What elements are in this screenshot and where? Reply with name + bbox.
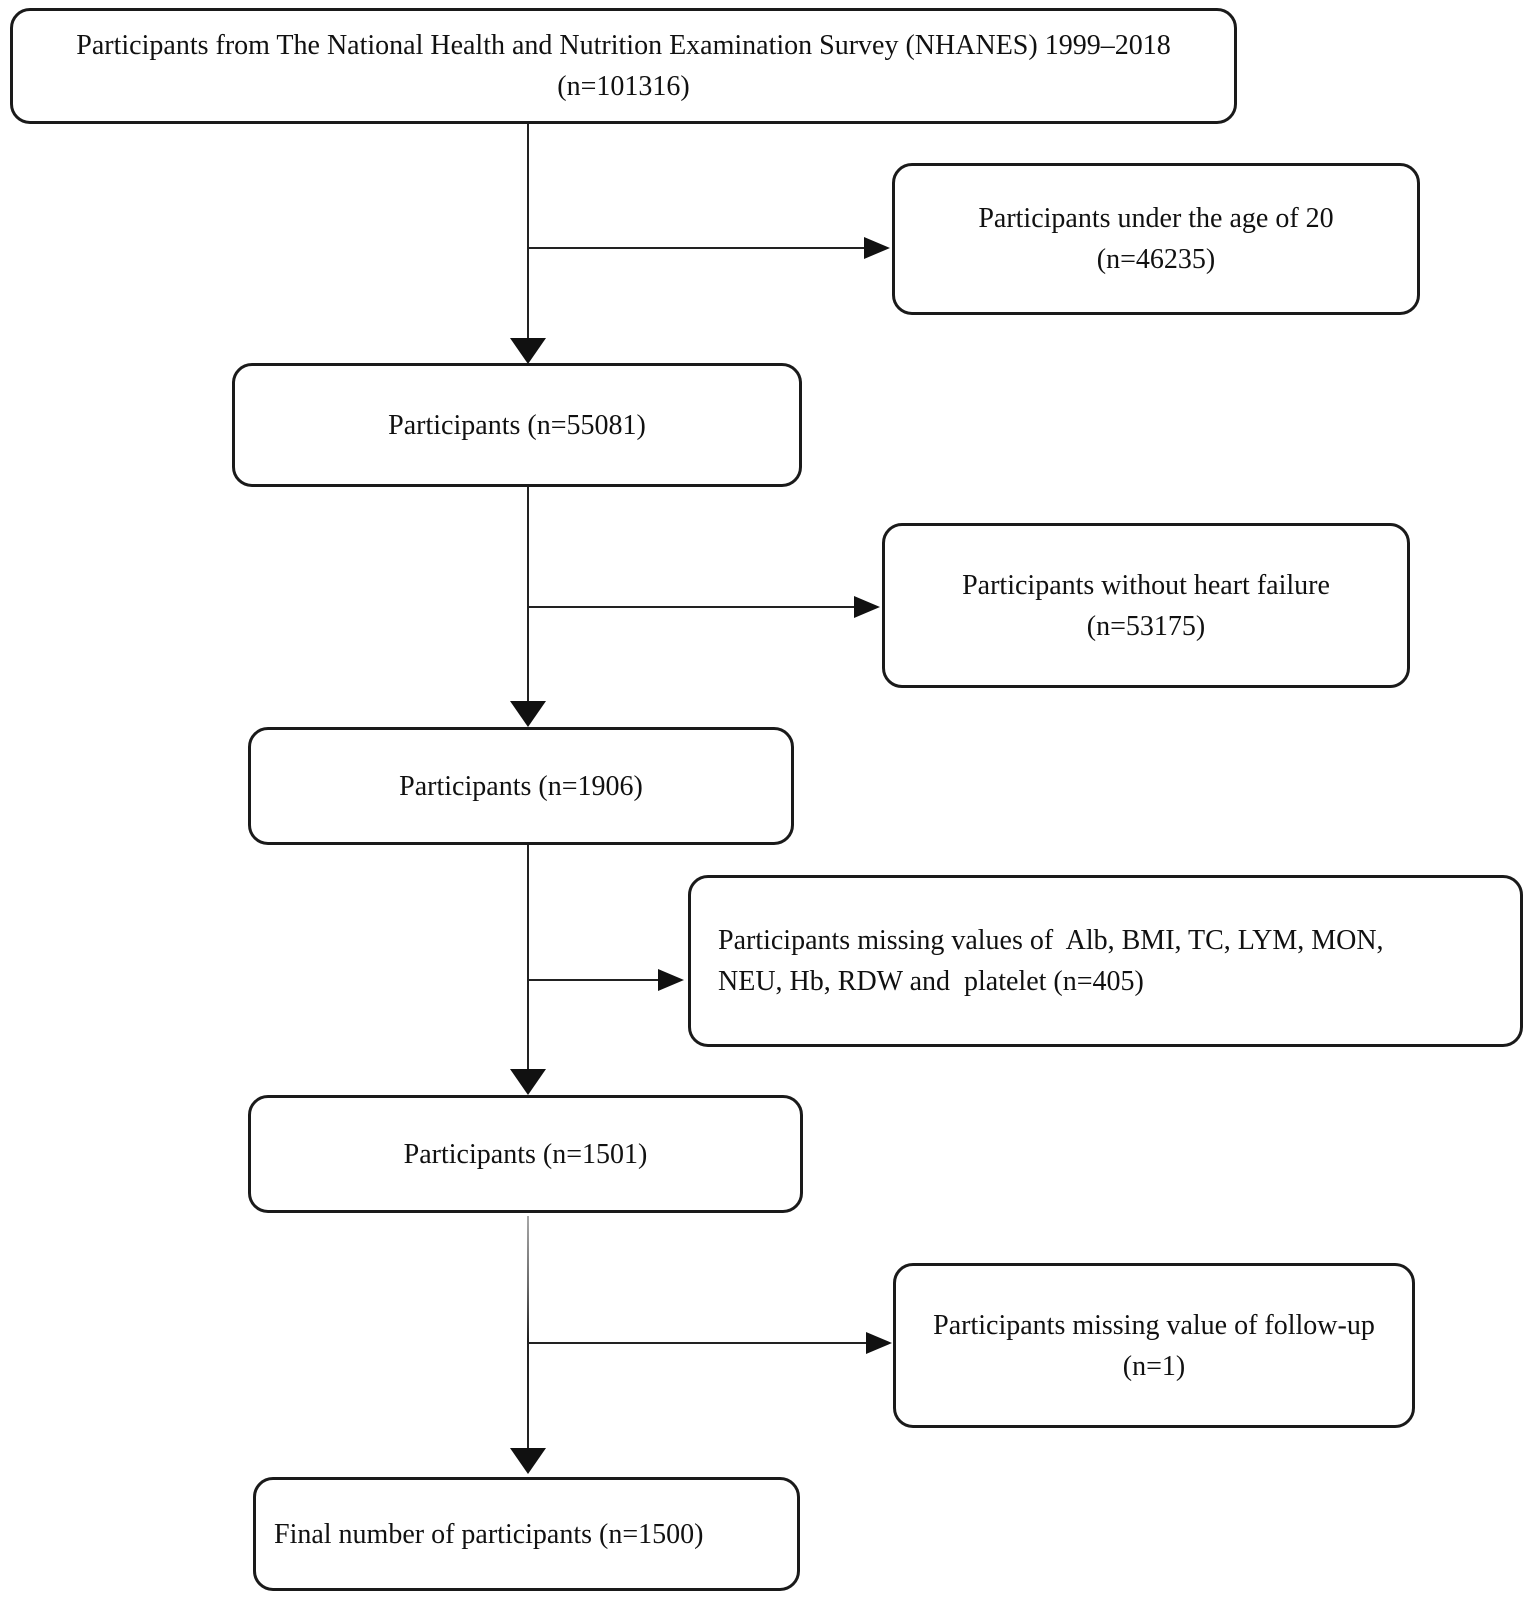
flow-box-participants-1906: Participants (n=1906) [248,727,794,845]
flow-box-participants-1501: Participants (n=1501) [248,1095,803,1213]
connector-line [528,606,854,608]
flow-box-text: Participants from The National Health an… [76,30,1171,61]
flow-box-text: Participants missing values of Alb, BMI,… [718,925,1384,956]
arrow-down-icon [510,1069,546,1095]
arrow-down-icon [510,1448,546,1474]
arrow-right-icon [866,1332,892,1354]
flow-box-text: Participants (n=1906) [399,770,643,802]
flow-box-count: (n=1) [1122,1350,1186,1382]
connector-line [527,487,529,701]
arrow-down-icon [510,338,546,364]
flow-box-excluded-missing-labs: Participants missing values of Alb, BMI,… [688,875,1523,1047]
flow-box-text: Participants under the age of 20 [978,203,1334,234]
flow-box-text: Participants (n=1501) [403,1138,648,1170]
flow-box-text: Final number of participants (n=1500) [274,1518,704,1550]
flow-box-count: (n=53175) [1086,610,1206,642]
connector-line [527,845,529,1069]
flow-box-count: (n=101316) [557,71,690,102]
flow-box-final-participants: Final number of participants (n=1500) [253,1477,800,1591]
connector-line [527,1342,529,1448]
flow-box-text: Participants without heart failure [962,569,1330,601]
arrow-right-icon [658,969,684,991]
flow-box-nhanes-source: Participants from The National Health an… [10,8,1237,124]
arrow-down-icon [510,701,546,727]
connector-line [527,1216,529,1343]
connector-line [528,979,660,981]
connector-line [528,1342,866,1344]
connector-line [527,124,529,340]
arrow-right-icon [864,237,890,259]
flow-box-excluded-no-heart-failure: Participants without heart failure (n=53… [882,523,1410,688]
connector-line [528,247,864,249]
flow-box-count: (n=46235) [1096,244,1216,275]
flow-box-participants-55081: Participants (n=55081) [232,363,802,487]
flow-box-text: Participants missing value of follow-up [933,1309,1375,1341]
arrow-right-icon [854,596,880,618]
flow-box-excluded-missing-followup: Participants missing value of follow-up … [893,1263,1415,1428]
flow-box-text: Participants (n=55081) [388,409,646,441]
flow-box-excluded-under-20: Participants under the age of 20 (n=4623… [892,163,1420,315]
flow-box-text: NEU, Hb, RDW and platelet (n=405) [718,966,1144,997]
